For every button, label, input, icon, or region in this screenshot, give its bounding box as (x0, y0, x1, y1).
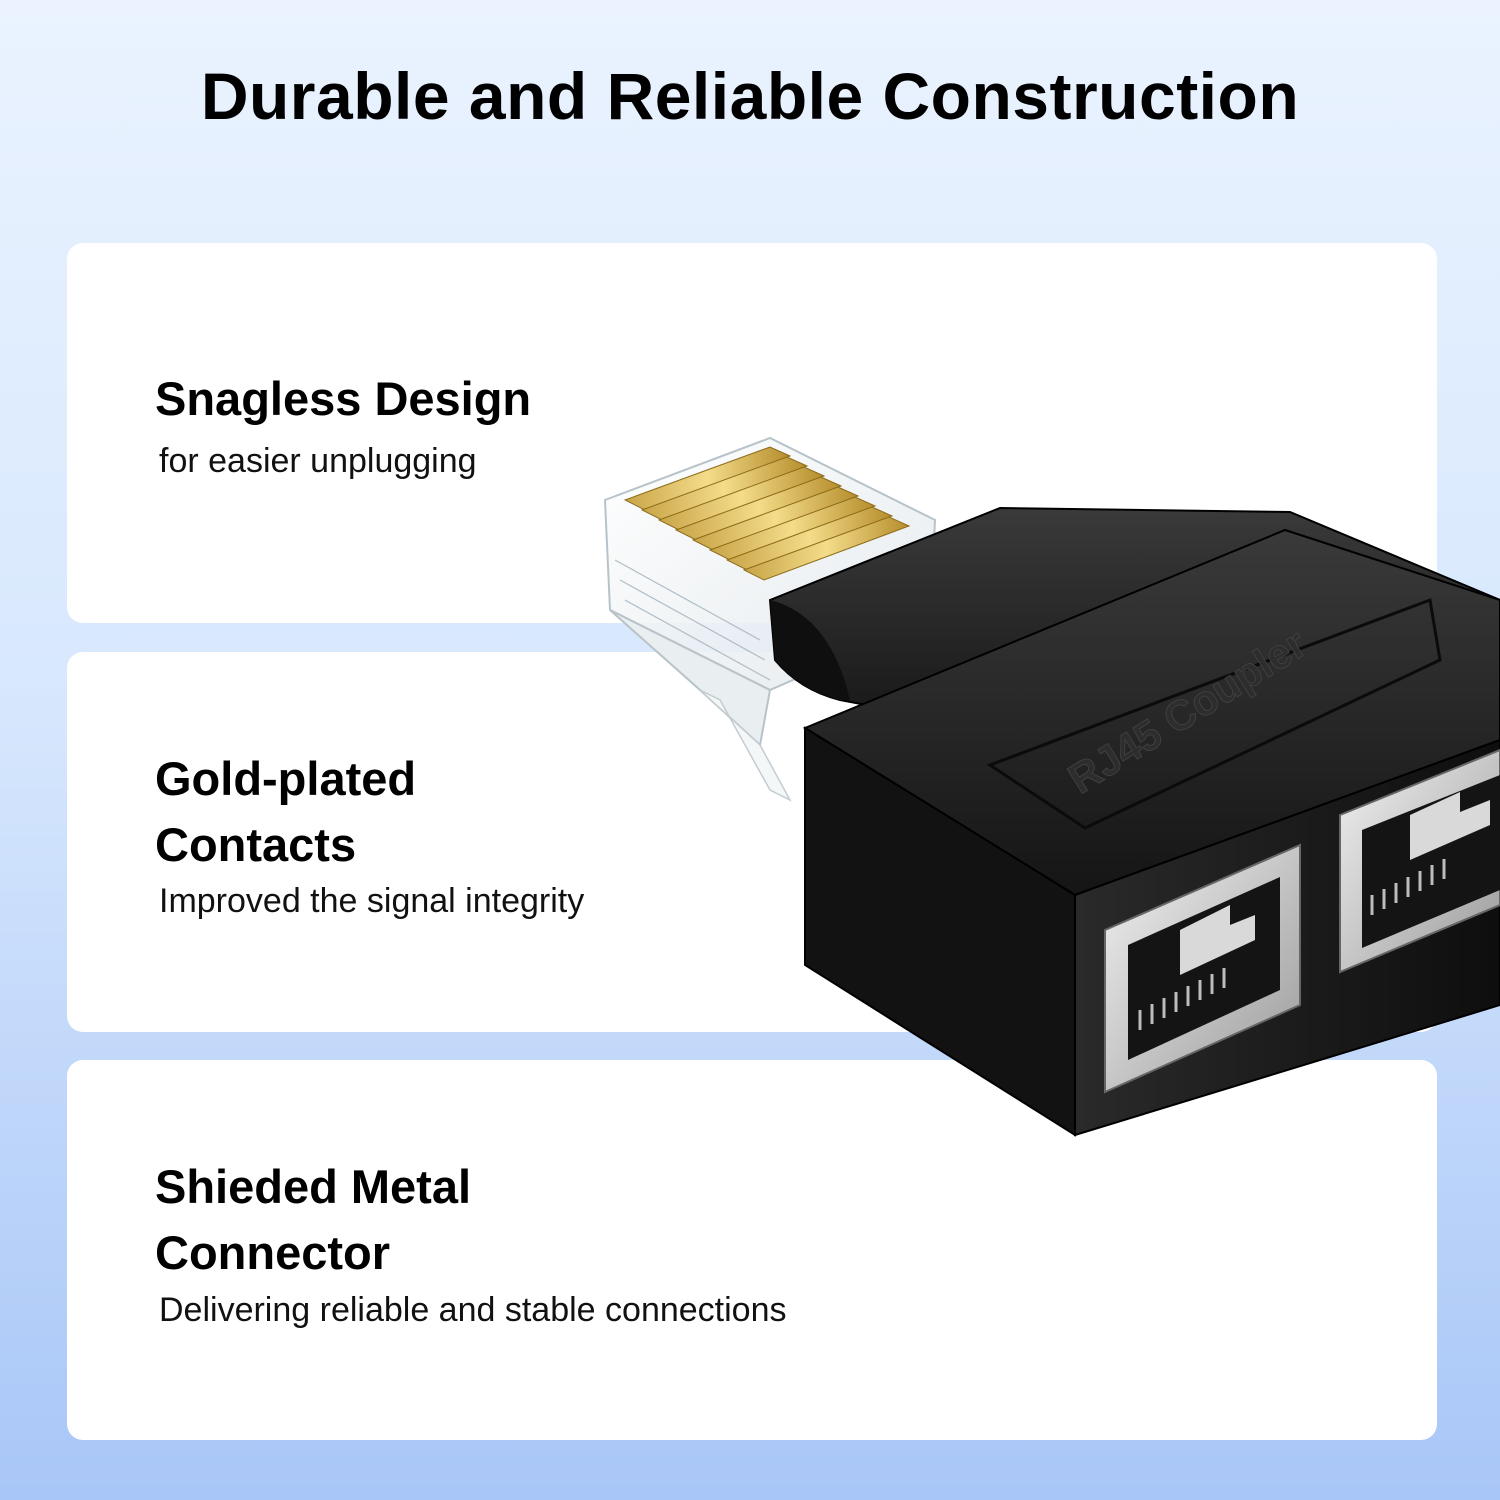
rj45-splitter-adapter-image: RJ45 Coupler (603, 436, 1500, 1137)
ethernet-port (1339, 748, 1500, 974)
feature-title: Snagless Design (155, 372, 532, 425)
feature-subtitle: Delivering reliable and stable connectio… (159, 1291, 787, 1329)
feature-title-line: Shieded Metal (155, 1160, 472, 1213)
feature-title-line: Connector (155, 1226, 390, 1279)
page-title: Durable and Reliable Construction (200, 59, 1300, 133)
feature-title-line: Contacts (155, 818, 357, 871)
feature-title-line: Gold-plated (155, 752, 417, 805)
feature-title: Gold-plated Contacts (155, 746, 416, 878)
feature-subtitle: for easier unplugging (159, 442, 477, 480)
feature-title: Shieded Metal Connector (155, 1154, 471, 1286)
feature-card-shielded-connector: Shieded Metal Connector Delivering relia… (67, 1060, 1437, 1440)
gold-contacts (623, 446, 911, 581)
ethernet-port (1104, 843, 1301, 1094)
feature-subtitle: Improved the signal integrity (159, 882, 585, 920)
